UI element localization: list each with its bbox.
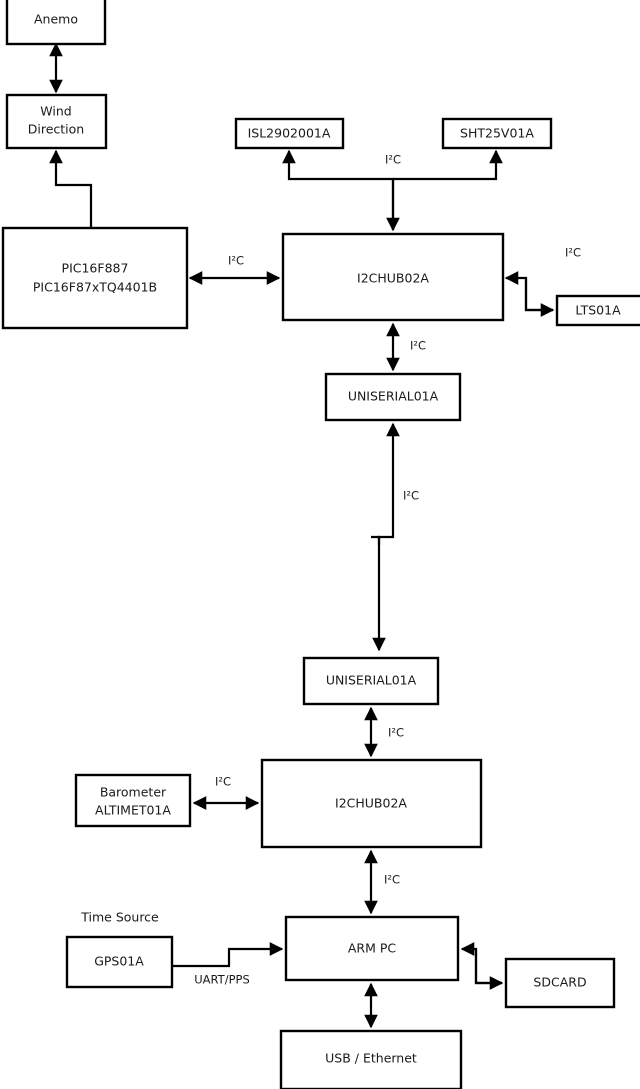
- link-hubtop-isl: [282, 149, 395, 230]
- node-arm-pc-box[interactable]: [284, 915, 460, 982]
- node-i2chub02a-bottom-box[interactable]: [260, 758, 483, 849]
- node-barometer-label-line1: Barometer: [100, 785, 167, 800]
- link-pic-wind: [49, 149, 93, 227]
- link-gps-armpc: [172, 942, 284, 968]
- link-hubtop-lts-out: [524, 278, 555, 317]
- node-barometer[interactable]: Barometer ALTIMET01A: [74, 773, 192, 828]
- node-i2chub02a-top[interactable]: I2CHUB02A: [281, 232, 505, 322]
- edge-label-pic-hub: I²C: [228, 254, 244, 268]
- node-anemo-box[interactable]: [5, 0, 107, 46]
- node-arm-pc-label: ARM PC: [348, 941, 397, 956]
- link-hubtop-lts-in: [504, 271, 553, 312]
- node-sdcard-box[interactable]: [504, 957, 616, 1009]
- node-i2chub02a-top-label: I2CHUB02A: [357, 271, 429, 286]
- node-i2chub02a-bottom[interactable]: I2CHUB02A: [260, 758, 483, 849]
- node-wind-direction[interactable]: Wind Direction: [5, 93, 108, 150]
- node-uniserial01a-upper-label: UNISERIAL01A: [348, 389, 439, 404]
- node-lts01a[interactable]: LTS01A: [555, 294, 640, 327]
- link-uniserial-up-long: [377, 422, 400, 545]
- edge-label-uniserial-link: I²C: [403, 489, 419, 503]
- node-sht25v01a-label: SHT25V01A: [460, 126, 534, 141]
- node-wind-direction-label-line1: Wind: [40, 104, 71, 119]
- node-sdcard[interactable]: SDCARD: [504, 957, 616, 1009]
- node-pic-mcu-label-line1: PIC16F887: [62, 261, 129, 276]
- node-anemo[interactable]: Anemo: [5, 0, 107, 46]
- node-uniserial01a-upper[interactable]: UNISERIAL01A: [324, 372, 462, 422]
- node-usb-ethernet[interactable]: USB / Ethernet: [279, 1029, 463, 1089]
- edge-label-hub-lts: I²C: [565, 246, 581, 260]
- node-usb-ethernet-box[interactable]: [279, 1029, 463, 1089]
- node-pic-mcu[interactable]: PIC16F887 PIC16F87xTQ4401B: [1, 226, 189, 330]
- node-barometer-box[interactable]: [74, 773, 192, 828]
- node-isl2902001a[interactable]: ISL2902001A: [234, 117, 345, 150]
- edge-label-hub-armpc: I²C: [384, 873, 400, 887]
- node-pic-mcu-label-line2: PIC16F87xTQ4401B: [33, 280, 157, 295]
- node-usb-ethernet-label: USB / Ethernet: [325, 1051, 417, 1066]
- node-uniserial01a-lower-box[interactable]: [302, 656, 440, 706]
- node-uniserial01a-lower[interactable]: UNISERIAL01A: [302, 656, 440, 706]
- edge-label-gps-armpc: UART/PPS: [194, 973, 250, 987]
- node-isl2902001a-box[interactable]: [234, 117, 345, 150]
- link-hubtop-sht: [393, 149, 503, 181]
- node-wind-direction-label-line2: Direction: [28, 122, 84, 137]
- node-sht25v01a-box[interactable]: [441, 117, 553, 150]
- node-wind-direction-box[interactable]: [5, 93, 108, 150]
- node-sht25v01a[interactable]: SHT25V01A: [441, 117, 553, 150]
- node-gps01a-label: GPS01A: [94, 954, 144, 969]
- node-gps01a-box[interactable]: [65, 935, 174, 989]
- node-uniserial01a-upper-box[interactable]: [324, 372, 462, 422]
- edge-label-hub-uniserial: I²C: [410, 339, 426, 353]
- node-lts01a-label: LTS01A: [575, 303, 621, 318]
- edge-label-barometer-hub: I²C: [215, 775, 231, 789]
- node-anemo-label: Anemo: [34, 12, 78, 27]
- link-armpc-sdcard-in: [460, 942, 502, 985]
- node-uniserial01a-lower-label: UNISERIAL01A: [326, 673, 417, 688]
- link-armpc-sdcard-out: [474, 949, 504, 990]
- node-sdcard-label: SDCARD: [533, 975, 586, 990]
- link-elbow-joint: [371, 535, 381, 545]
- node-pic-mcu-box[interactable]: [1, 226, 189, 330]
- node-isl2902001a-label: ISL2902001A: [248, 126, 331, 141]
- edge-label-uniserial-hub-bottom: I²C: [388, 726, 404, 740]
- edge-label-hub-sensors: I²C: [385, 153, 401, 167]
- node-arm-pc[interactable]: ARM PC: [284, 915, 460, 982]
- node-gps01a[interactable]: GPS01A: [65, 935, 174, 989]
- node-i2chub02a-bottom-label: I2CHUB02A: [335, 796, 407, 811]
- free-label-time-source: Time Source: [80, 910, 159, 925]
- node-barometer-label-line2: ALTIMET01A: [95, 803, 171, 818]
- node-i2chub02a-top-box[interactable]: [281, 232, 505, 322]
- node-lts01a-box[interactable]: [555, 294, 640, 327]
